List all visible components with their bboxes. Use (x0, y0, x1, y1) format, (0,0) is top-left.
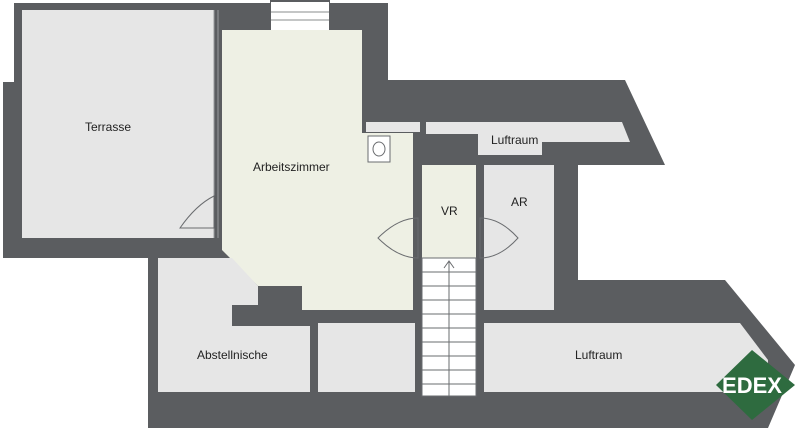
room-terrasse (22, 10, 214, 238)
room-abstellnische (158, 258, 310, 392)
window (271, 2, 329, 30)
label-ar: AR (511, 195, 528, 209)
label-terrasse: Terrasse (85, 120, 132, 134)
label-luftraum-top: Luftraum (491, 133, 539, 147)
room-vr (422, 165, 476, 258)
room-arbeitszimmer (222, 30, 413, 310)
room-luftraum-bottom (484, 323, 768, 392)
chimney (367, 135, 391, 163)
label-abstellnische: Abstellnische (197, 348, 268, 362)
room-ar (484, 165, 554, 310)
label-arbeitszimmer: Arbeitszimmer (253, 160, 330, 174)
room-storage (318, 323, 415, 392)
edex-logo-text: EDEX (722, 373, 782, 398)
staircase (421, 257, 477, 397)
room-luftraum-top (426, 122, 630, 155)
label-vr: VR (441, 204, 458, 218)
doors (179, 195, 519, 259)
label-luftraum-bottom: Luftraum (575, 348, 623, 362)
edex-logo: EDEX (716, 350, 795, 420)
